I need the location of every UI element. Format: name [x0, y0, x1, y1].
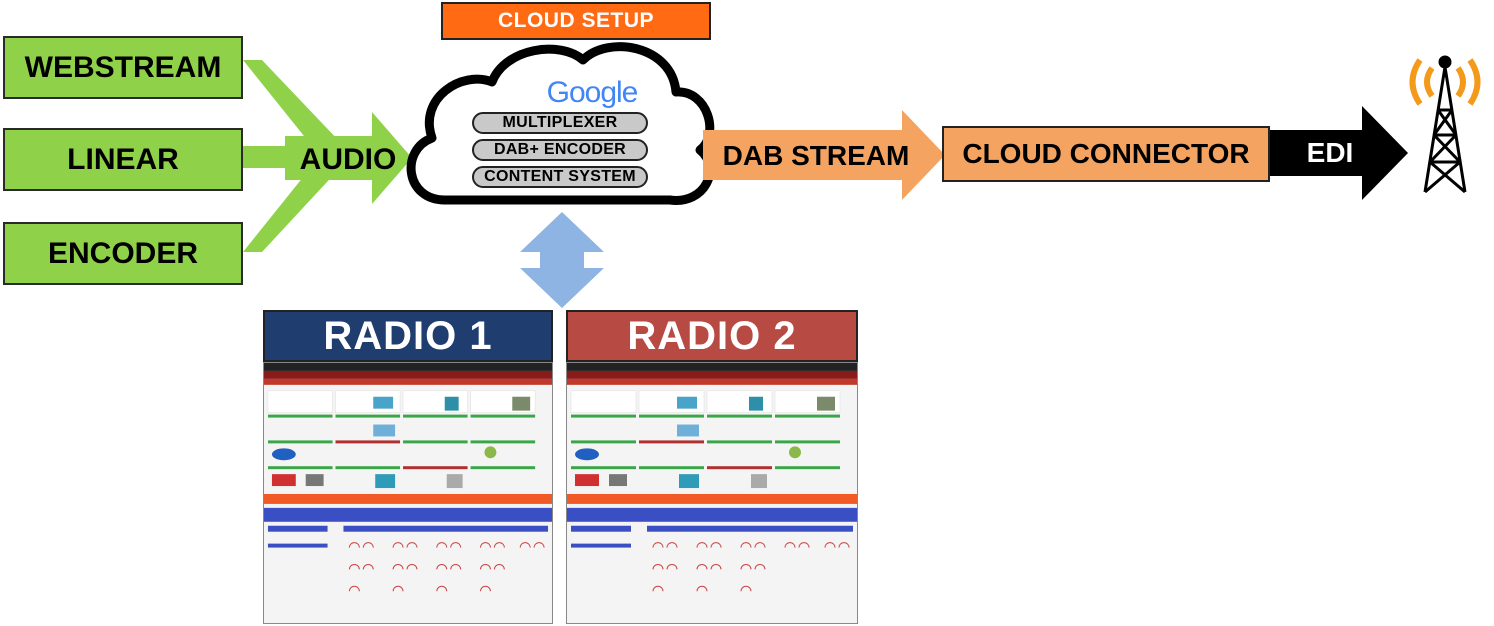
multiplexer-pill: MULTIPLEXER	[472, 112, 648, 134]
radio-2-screenshot-thumbnail	[567, 363, 857, 592]
radio-1-title: RADIO 1	[263, 310, 553, 362]
dab-stream-arrow	[703, 110, 945, 200]
radio-2-screenshot	[566, 362, 858, 624]
source-linear: LINEAR	[3, 128, 243, 191]
bidirectional-arrow-icon	[520, 212, 604, 308]
content-system-pill: CONTENT SYSTEM	[472, 166, 648, 188]
audio-label: AUDIO	[299, 143, 397, 176]
edi-label: EDI	[1306, 137, 1354, 168]
dab-stream-label: DAB STREAM	[722, 140, 910, 171]
cloud-setup-header: CLOUD SETUP	[441, 2, 711, 40]
google-logo: Google	[546, 76, 639, 109]
dab-encoder-pill: DAB+ ENCODER	[472, 139, 648, 161]
cloud-connector-box: CLOUD CONNECTOR	[942, 126, 1270, 182]
radio-1-screenshot	[263, 362, 553, 624]
source-webstream: WEBSTREAM	[3, 36, 243, 99]
radio-1-screenshot-thumbnail	[264, 363, 552, 592]
audio-arrows	[243, 60, 412, 252]
source-encoder: ENCODER	[3, 222, 243, 285]
edi-arrow	[1270, 106, 1408, 200]
radio-2-title: RADIO 2	[566, 310, 858, 362]
radio-tower-icon	[1409, 55, 1481, 194]
